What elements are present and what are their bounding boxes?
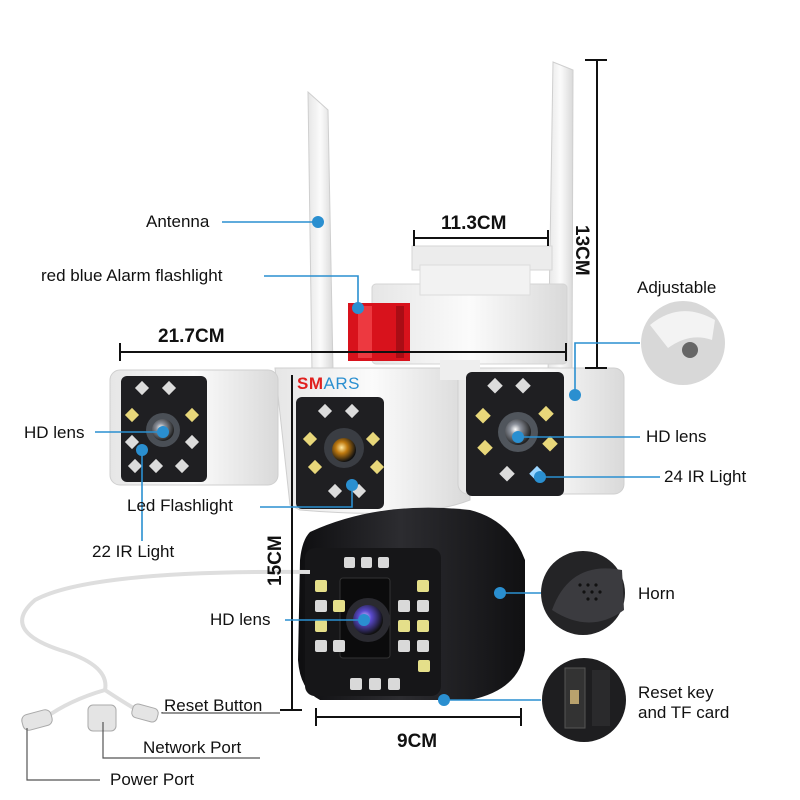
label-hd-lens-left: HD lens	[24, 423, 85, 442]
label-led-flashlight: Led Flashlight	[127, 496, 233, 515]
speaker-icon	[541, 551, 625, 635]
label-horn: Horn	[638, 584, 675, 603]
reset-tf-inset	[542, 658, 626, 742]
label-22-ir-light: 22 IR Light	[92, 542, 175, 561]
dim-total-width: 21.7CM	[158, 326, 225, 347]
label-reset-key: Reset key	[638, 683, 714, 702]
label-hd-lens-bottom: HD lens	[210, 610, 271, 629]
brand-prefix: SM	[297, 374, 324, 393]
label-antenna: Antenna	[146, 212, 210, 231]
label-network-port: Network Port	[143, 738, 242, 757]
port-icon	[21, 703, 159, 732]
label-adjustable: Adjustable	[637, 278, 717, 297]
label-tf-card: and TF card	[638, 703, 730, 722]
dim-body-height: 15CM	[265, 535, 286, 586]
brand-logo: SMARS	[297, 375, 360, 392]
leader-lines	[26, 216, 660, 781]
label-reset-button: Reset Button	[164, 696, 263, 715]
ptz-base	[298, 507, 525, 700]
dimension-lines	[119, 59, 607, 726]
middle-lens-panel	[296, 397, 385, 509]
brand-suffix: ARS	[323, 374, 360, 393]
lens-icon	[332, 438, 356, 462]
label-24-ir-light: 24 IR Light	[664, 467, 747, 486]
label-alarm-flashlight: red blue Alarm flashlight	[41, 266, 223, 285]
adjustable-inset	[641, 301, 725, 385]
ir-led-icon	[124, 380, 200, 474]
label-power-port: Power Port	[110, 770, 195, 789]
dim-antenna-height: 13CM	[571, 225, 592, 276]
label-hd-lens-right: HD lens	[646, 427, 707, 446]
cable	[20, 569, 311, 732]
dim-body-width: 9CM	[397, 731, 438, 752]
dim-bracket-width: 11.3CM	[441, 213, 507, 234]
